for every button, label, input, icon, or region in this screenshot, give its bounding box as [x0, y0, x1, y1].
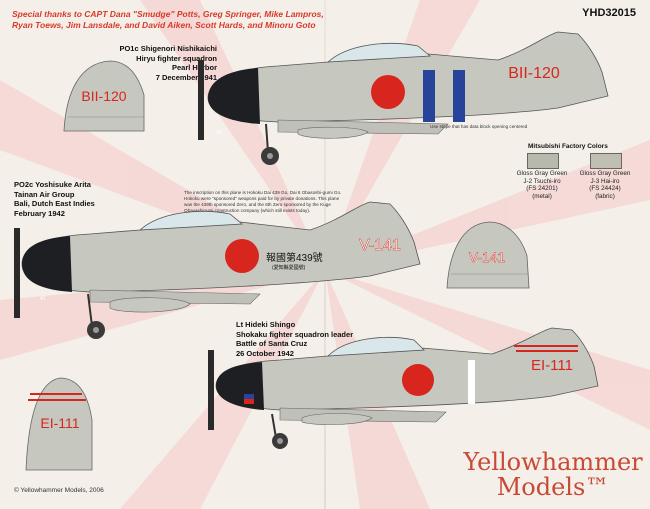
- aircraft-2-tail-view: V-141: [446, 221, 530, 289]
- aircraft-2-mark-41: 41: [40, 296, 46, 302]
- aircraft-1-tail-view: BII-120: [63, 60, 145, 132]
- swatch-1-use: (metal): [532, 192, 552, 200]
- aircraft-1-tail-code-left: BII-120: [81, 88, 126, 104]
- aircraft-1-unit: Hiryu fighter squadron: [136, 53, 217, 63]
- aircraft-3-tail-view: EI-111: [25, 377, 93, 471]
- swatch-2-use: (fabric): [595, 192, 615, 200]
- swatch-2-name: Gloss Gray Green: [579, 170, 631, 177]
- brand-line-1: Yellowhammer: [463, 448, 643, 476]
- swatch-2-code: J-3 Hai-iro: [590, 177, 620, 185]
- aircraft-2-note-line-4: Obayashigumi construction company (which…: [184, 208, 311, 213]
- aircraft-3-caption: Lt Hideki Shingo Shokaku fighter squadro…: [236, 320, 366, 358]
- aircraft-2-date: February 1942: [14, 208, 65, 218]
- swatch-1-code: J-2 Tsuchi-iro: [523, 177, 561, 185]
- aircraft-3-pilot: Lt Hideki Shingo: [236, 320, 296, 329]
- aircraft-2-caption: PO2c Yoshisuke Arita Tainan Air Group Ba…: [14, 180, 114, 218]
- aircraft-2-note-line-3: was the 439th sponsored Zero, and the 6t…: [184, 202, 331, 207]
- swatch-1-label: Gloss Gray Green J-2 Tsuchi-iro (FS 2420…: [512, 170, 572, 200]
- aircraft-2-tail-code-right: V-141: [469, 249, 506, 265]
- aircraft-3-profile: EI-111: [208, 327, 599, 449]
- credits-line-2: Ryan Toews, Jim Lansdale, and David Aike…: [12, 20, 316, 30]
- aircraft-1-profile: BII-120 25: [198, 31, 609, 165]
- aircraft-2-note-line-2: Hokoku were "sponsored" weapons paid for…: [184, 196, 340, 201]
- swatch-1-name: Gloss Gray Green: [516, 170, 568, 177]
- aircraft-2-profile: 報國第439號 (愛知縣愛國號) V-141 41: [14, 201, 421, 339]
- aircraft-1-place: Pearl Harbor: [171, 63, 217, 72]
- aircraft-2-place: Bali, Dutch East Indies: [14, 199, 95, 208]
- aircraft-3-date: 26 October 1942: [236, 348, 294, 358]
- aircraft-2-note-line-1: The inscription on this plane is Hokoku …: [184, 190, 342, 195]
- aircraft-2-tail-code: V-141: [359, 237, 401, 254]
- credits-line-1: Special thanks to CAPT Dana "Smudge" Pot…: [12, 9, 324, 19]
- aircraft-2-hokoku-note: The inscription on this plane is Hokoku …: [184, 190, 364, 214]
- brand-logo: Yellowhammer Models™: [463, 450, 643, 500]
- aircraft-3-tail-code: EI-111: [531, 357, 573, 374]
- aircraft-1-mark-25: 25: [216, 130, 222, 136]
- aircraft-1-caption: PO1c Shigenori Nishikaichi Hiryu fighter…: [117, 44, 217, 82]
- aircraft-1-date: 7 December 1941: [155, 72, 217, 82]
- swatch-1-fs: (FS 24201): [526, 185, 558, 193]
- aircraft-1-pilot: PO1c Shigenori Nishikaichi: [119, 44, 217, 53]
- aircraft-1-note: Use stripe that has data block opening c…: [430, 124, 528, 129]
- brand-line-2: Models™: [496, 473, 610, 501]
- aircraft-3-unit: Shokaku fighter squadron leader: [236, 329, 354, 339]
- swatch-2-fs: (FS 24424): [589, 185, 621, 193]
- aircraft-1-tail-code: BII-120: [508, 65, 560, 82]
- swatch-2-label: Gloss Gray Green J-3 Hai-iro (FS 24424) …: [575, 170, 635, 200]
- aircraft-3-tail-code-left: EI-111: [40, 415, 79, 431]
- swatch-tsuchi-iro: [527, 153, 559, 169]
- factory-colors-title: Mitsubishi Factory Colors: [528, 143, 608, 150]
- swatch-hai-iro: [590, 153, 622, 169]
- copyright-text: © Yellowhammer Models, 2006: [14, 487, 104, 494]
- aircraft-2-unit: Tainan Air Group: [14, 189, 75, 199]
- aircraft-2-hokoku-subtext: (愛知縣愛國號): [272, 264, 306, 271]
- credits-text: Special thanks to CAPT Dana "Smudge" Pot…: [12, 9, 342, 31]
- aircraft-2-pilot: PO2c Yoshisuke Arita: [14, 180, 91, 189]
- aircraft-3-place: Battle of Santa Cruz: [236, 339, 308, 348]
- aircraft-2-hokoku-text: 報國第439號: [266, 251, 323, 264]
- product-code: YHD32015: [582, 7, 636, 19]
